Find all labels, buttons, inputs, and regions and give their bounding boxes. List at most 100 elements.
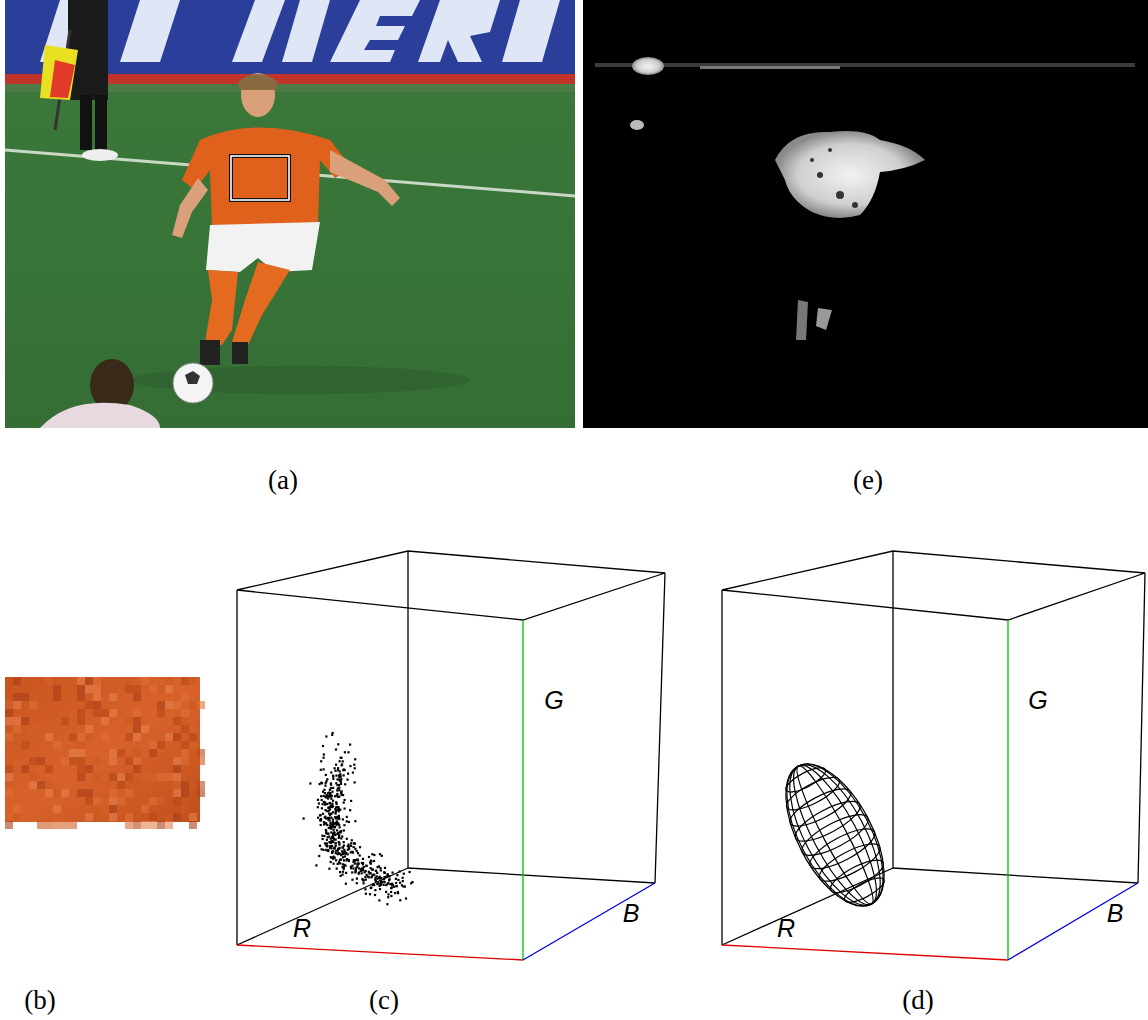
patch-pixel: [117, 797, 125, 805]
patch-pixel: [173, 813, 181, 821]
patch-pixel: [125, 781, 133, 789]
patch-pixel: [29, 701, 37, 709]
patch-pixel: [77, 773, 85, 781]
colour-sample-dot: [395, 882, 397, 884]
colour-sample-dot: [329, 819, 331, 821]
patch-pixel: [77, 741, 85, 749]
colour-sample-dot: [370, 886, 372, 888]
colour-sample-dot: [343, 829, 345, 831]
colour-sample-dot: [322, 813, 324, 815]
patch-pixel: [197, 789, 205, 797]
colour-sample-dot: [333, 823, 335, 825]
patch-pixel: [181, 789, 189, 797]
patch-pixel: [109, 781, 117, 789]
patch-pixel: [165, 701, 173, 709]
colour-sample-dot: [342, 852, 344, 854]
patch-pixel: [165, 765, 173, 773]
patch-pixel: [125, 821, 133, 829]
patch-pixel: [93, 701, 101, 709]
colour-sample-dot: [329, 822, 331, 824]
patch-pixel: [157, 741, 165, 749]
patch-pixel: [181, 765, 189, 773]
patch-pixel: [141, 725, 149, 733]
patch-pixel: [53, 789, 61, 797]
colour-sample-dot: [369, 893, 371, 895]
patch-pixel: [77, 757, 85, 765]
patch-pixel: [29, 773, 37, 781]
patch-pixel: [157, 821, 165, 829]
patch-pixel: [117, 749, 125, 757]
patch-pixel: [165, 717, 173, 725]
colour-sample-dot: [390, 895, 392, 897]
colour-sample-dot: [364, 888, 366, 890]
colour-sample-dot: [342, 760, 344, 762]
patch-pixel: [157, 685, 165, 693]
colour-sample-dot: [328, 795, 330, 797]
colour-sample-dot: [340, 837, 342, 839]
panel-label: (c): [369, 987, 399, 1014]
patch-pixel: [5, 789, 13, 797]
colour-sample-dot: [386, 883, 388, 885]
patch-pixel: [93, 757, 101, 765]
colour-sample-dot: [356, 863, 358, 865]
patch-pixel: [165, 813, 173, 821]
colour-sample-dot: [362, 879, 364, 881]
patch-pixel: [69, 757, 77, 765]
ellipsoid-meridian: [767, 750, 902, 921]
patch-pixel: [13, 701, 21, 709]
colour-sample-dot: [357, 852, 359, 854]
colour-sample-dot: [355, 867, 357, 869]
patch-pixel: [109, 757, 117, 765]
patch-pixel: [157, 773, 165, 781]
patch-pixel: [125, 773, 133, 781]
patch-pixel: [149, 813, 157, 821]
patch-pixel: [109, 749, 117, 757]
patch-pixel: [29, 685, 37, 693]
colour-sample-dot: [335, 810, 337, 812]
colour-sample-dot: [342, 874, 344, 876]
patch-pixel: [133, 685, 141, 693]
patch-pixel: [61, 789, 69, 797]
patch-pixel: [29, 797, 37, 805]
colour-sample-dot: [329, 792, 331, 794]
patch-pixel: [133, 821, 141, 829]
colour-sample-dot: [338, 809, 340, 811]
colour-sample-dot: [374, 879, 376, 881]
patch-pixel: [141, 749, 149, 757]
patch-pixel: [117, 789, 125, 797]
patch-pixel: [109, 813, 117, 821]
colour-sample-dot: [379, 888, 381, 890]
colour-sample-dot: [380, 869, 382, 871]
patch-pixel: [13, 725, 21, 733]
patch-pixel: [181, 709, 189, 717]
colour-sample-dot: [320, 769, 322, 771]
patch-pixel: [181, 677, 189, 685]
colour-sample-dot: [348, 860, 350, 862]
colour-sample-dot: [399, 899, 401, 901]
colour-sample-dot: [352, 852, 354, 854]
patch-pixel: [21, 693, 29, 701]
colour-sample-dot: [320, 760, 322, 762]
colour-sample-dot: [323, 795, 325, 797]
patch-pixel: [189, 813, 197, 821]
colour-sample-dot: [325, 780, 327, 782]
patch-pixel: [109, 789, 117, 797]
colour-sample-dot: [336, 829, 338, 831]
patch-pixel: [61, 757, 69, 765]
colour-patch: [5, 677, 205, 829]
colour-sample-dot: [341, 835, 343, 837]
colour-sample-dot: [350, 867, 352, 869]
colour-sample-dot: [331, 734, 333, 736]
colour-sample-dot: [392, 872, 394, 874]
colour-sample-dot: [363, 866, 365, 868]
colour-sample-dot: [352, 772, 354, 774]
colour-sample-dot: [346, 779, 348, 781]
patch-pixel: [189, 733, 197, 741]
colour-sample-dot: [354, 843, 356, 845]
patch-pixel: [53, 765, 61, 773]
colour-sample-dot: [348, 859, 350, 861]
colour-sample-dot: [325, 782, 327, 784]
colour-sample-dot: [327, 850, 329, 852]
patch-pixel: [85, 789, 93, 797]
